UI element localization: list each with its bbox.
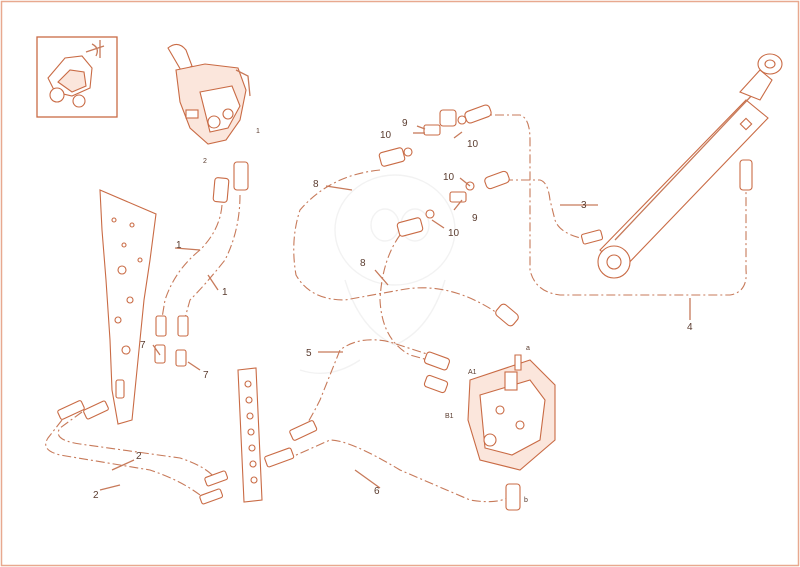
- left-mounting-plate: [99, 189, 157, 425]
- hoses: [45, 114, 747, 503]
- label-port-b: b: [524, 497, 528, 504]
- label-4: 4: [687, 322, 693, 333]
- label-3: 3: [581, 200, 587, 211]
- label-2-top: 2: [203, 158, 207, 165]
- label-9-mid: 9: [472, 213, 478, 224]
- label-10-b: 10: [467, 139, 479, 150]
- label-1-hose-a: 1: [176, 240, 182, 251]
- label-5: 5: [306, 348, 312, 359]
- directional-control-valve: [467, 354, 556, 471]
- label-8-upper: 8: [313, 179, 319, 190]
- tractor-loader-view-icon: [36, 36, 118, 118]
- hydraulic-cylinder: [597, 53, 783, 279]
- mascot-watermark: [299, 174, 456, 375]
- label-7-right: 7: [203, 370, 209, 381]
- label-6: 6: [374, 486, 380, 497]
- label-port-b1: B1: [445, 413, 454, 420]
- part-labels: 1 2 1 1 7 7 2 2 9 10 10 10 9 10 8 8 3 4 …: [93, 118, 693, 504]
- label-2-hose-a: 2: [136, 451, 142, 462]
- label-port-a: a: [526, 345, 530, 352]
- label-10-d: 10: [448, 228, 460, 239]
- label-1-hose-b: 1: [222, 287, 228, 298]
- label-2-hose-b: 2: [93, 490, 99, 501]
- leader-lines: [99, 125, 691, 491]
- label-10-a: 10: [380, 130, 392, 141]
- label-7-left: 7: [140, 340, 146, 351]
- label-8-lower: 8: [360, 258, 366, 269]
- label-1-top: 1: [256, 128, 260, 135]
- center-mounting-plate: [237, 367, 263, 503]
- label-10-c: 10: [443, 172, 455, 183]
- fittings: [57, 104, 753, 511]
- joystick-control-unit: [167, 43, 251, 145]
- label-port-a1: A1: [468, 369, 477, 376]
- label-9-top: 9: [402, 118, 408, 129]
